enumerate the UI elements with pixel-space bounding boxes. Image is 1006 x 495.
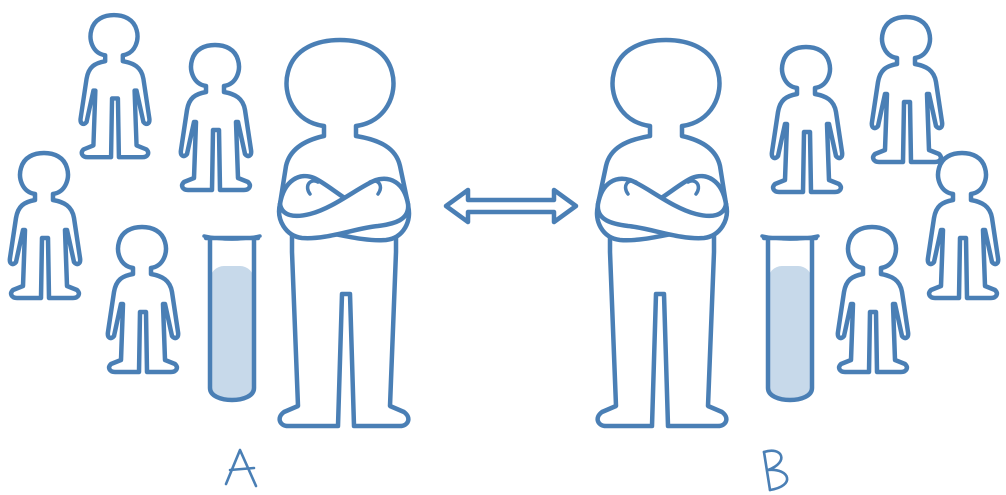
double-headed-arrow-icon: [446, 190, 576, 222]
test-tube-icon: [762, 236, 818, 400]
person-icon: [872, 17, 942, 162]
person-icon: [108, 227, 178, 372]
person-icon: [772, 47, 842, 192]
person-icon: [279, 40, 409, 426]
label-b-text: B: [778, 479, 779, 480]
group-b: [597, 17, 998, 426]
label-a-text: A: [241, 479, 242, 480]
test-tube-icon: [204, 236, 260, 400]
person-icon: [928, 153, 998, 298]
person-icon: [10, 153, 80, 298]
person-icon: [597, 40, 727, 426]
label-b: [764, 451, 787, 490]
person-icon: [81, 15, 150, 157]
label-a: [226, 450, 256, 486]
person-icon: [181, 45, 251, 190]
person-icon: [838, 227, 908, 372]
group-a: [10, 15, 409, 426]
